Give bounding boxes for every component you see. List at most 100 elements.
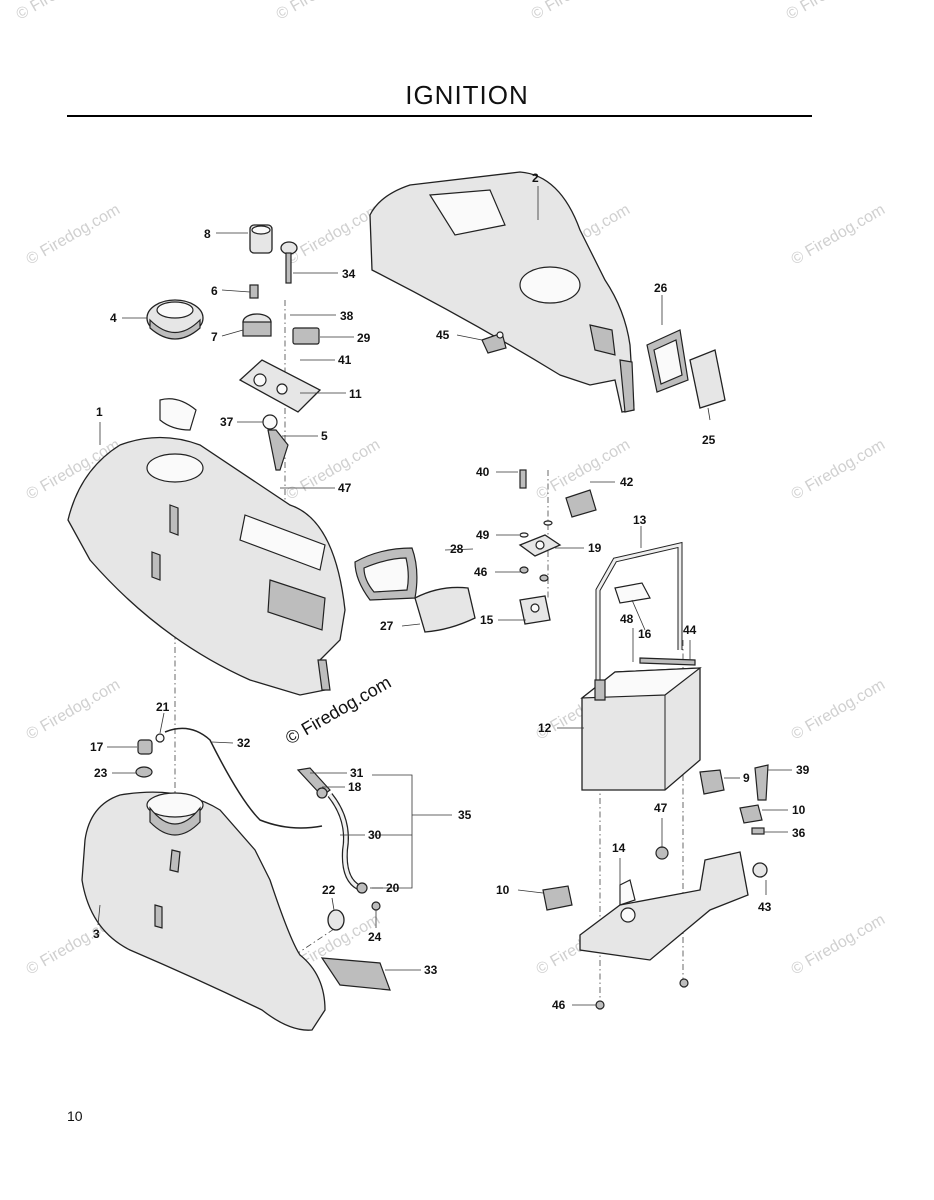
callout-10: 10 <box>496 883 510 897</box>
callout-46: 46 <box>552 998 566 1012</box>
callout-7: 7 <box>211 330 218 344</box>
part-5-lever <box>267 429 289 471</box>
callout-19: 19 <box>588 541 602 555</box>
callout-9: 9 <box>743 771 750 785</box>
part-2-console-cover <box>369 171 635 413</box>
part-42-relay <box>565 489 597 518</box>
part-16-boot <box>614 582 651 604</box>
part-18-clamp <box>316 787 328 799</box>
callout-38: 38 <box>340 309 354 323</box>
part-29-switch <box>292 327 320 345</box>
callout-18: 18 <box>348 780 362 794</box>
callout-48: 48 <box>620 612 634 626</box>
part-6-clip <box>249 284 259 299</box>
nut-tray <box>679 978 689 988</box>
page-title: IGNITION <box>405 80 529 110</box>
callout-37: 37 <box>220 415 234 429</box>
part-36-terminal <box>751 827 765 835</box>
watermark: © Firedog.com <box>784 0 884 23</box>
part-44-bolt <box>639 657 696 666</box>
watermark: © Firedog.com <box>284 201 384 268</box>
callout-16: 16 <box>638 627 652 641</box>
callout-23: 23 <box>94 766 108 780</box>
part-17-cap <box>137 739 153 755</box>
part-4-cap <box>146 299 204 340</box>
part-27-cover <box>414 586 476 633</box>
callout-45: 45 <box>436 328 450 342</box>
callout-6: 6 <box>211 284 218 298</box>
gasket <box>159 398 197 431</box>
callout-24: 24 <box>368 930 382 944</box>
callout-36: 36 <box>792 826 806 840</box>
callout-labels: 8 34 6 4 38 7 29 41 11 37 5 47 1 2 45 26… <box>90 171 810 1012</box>
part-46-nut-b <box>595 1000 605 1010</box>
part-10-relay <box>739 804 763 824</box>
watermark: © Firedog.com <box>789 676 889 743</box>
callout-20: 20 <box>386 881 400 895</box>
part-13-cable <box>595 541 683 680</box>
part-45-bracket <box>481 331 507 354</box>
callout-22: 22 <box>322 883 336 897</box>
callout-42: 42 <box>620 475 634 489</box>
part-47-nut-b <box>655 846 669 860</box>
callout-12: 12 <box>538 721 552 735</box>
part-26-frame <box>646 329 689 393</box>
part-24-clip <box>371 901 381 911</box>
part-37-knob <box>262 414 278 430</box>
callout-43: 43 <box>758 900 772 914</box>
part-40-bolt <box>519 469 527 489</box>
callout-44: 44 <box>683 623 697 637</box>
watermark: © Firedog.com <box>284 436 384 503</box>
part-14-tray <box>579 851 749 961</box>
part-7-switch <box>242 313 272 337</box>
callout-3: 3 <box>93 927 100 941</box>
callout-40: 40 <box>476 465 490 479</box>
callout-46: 46 <box>474 565 488 579</box>
part-8-switch <box>249 224 273 254</box>
part-21-fitting <box>155 733 165 743</box>
watermark: © Firedog.com <box>24 676 124 743</box>
watermark: © Firedog.com <box>24 201 124 268</box>
part-28-frame <box>354 547 418 601</box>
callout-8: 8 <box>204 227 211 241</box>
callout-4: 4 <box>110 311 117 325</box>
part-19-bracket <box>518 534 562 557</box>
callout-49: 49 <box>476 528 490 542</box>
callout-11: 11 <box>349 387 362 401</box>
part-32-line <box>164 727 323 829</box>
title-rule <box>67 115 812 117</box>
part-34-key <box>280 241 298 284</box>
page-number: 10 <box>67 1108 83 1124</box>
part-9-connector <box>699 769 725 795</box>
callout-15: 15 <box>480 613 494 627</box>
part-25-cover <box>689 349 726 409</box>
part-10-relay-b <box>542 885 573 911</box>
callout-35: 35 <box>458 808 472 822</box>
watermark: © Firedog.com <box>789 436 889 503</box>
callout-21: 21 <box>156 700 170 714</box>
watermark: © Firedog.com <box>789 911 889 978</box>
part-11-plate <box>238 359 322 413</box>
part-22-grommet <box>327 909 345 931</box>
callout-32: 32 <box>237 736 251 750</box>
callout-28: 28 <box>450 542 464 556</box>
callout-33: 33 <box>424 963 438 977</box>
callout-47: 47 <box>654 801 668 815</box>
callout-5: 5 <box>321 429 328 443</box>
callout-29: 29 <box>357 331 371 345</box>
callout-10: 10 <box>792 803 806 817</box>
part-30-hose <box>327 793 362 891</box>
callout-1: 1 <box>96 405 103 419</box>
watermark: © Firedog.com <box>789 201 889 268</box>
callout-41: 41 <box>338 353 352 367</box>
callout-13: 13 <box>633 513 647 527</box>
callout-47: 47 <box>338 481 352 495</box>
callout-31: 31 <box>350 766 364 780</box>
part-20-clamp <box>356 882 368 894</box>
part-12-battery <box>580 667 702 791</box>
washers <box>519 520 553 582</box>
callout-34: 34 <box>342 267 356 281</box>
callout-39: 39 <box>796 763 810 777</box>
callout-25: 25 <box>702 433 716 447</box>
